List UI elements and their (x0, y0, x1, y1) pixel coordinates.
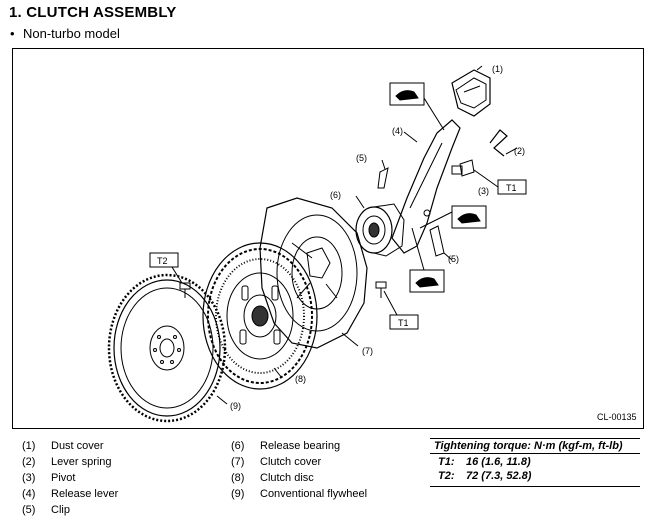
diagram-frame (12, 48, 644, 429)
t2-label: T2 (157, 256, 168, 266)
callout-2: (2) (514, 146, 525, 156)
dust-cover (451, 69, 491, 117)
exploded-diagram: (1) (2) (3) (4) (5) (5) (6) (7) (8) (9) … (107, 64, 637, 423)
callout-5-upper: (5) (356, 153, 367, 163)
t2-bolt (179, 282, 191, 298)
pivot (451, 159, 475, 177)
callout-8: (8) (295, 374, 306, 384)
t1-lower-label: T1 (398, 318, 409, 328)
grease-icon (451, 205, 487, 229)
callout-9: (9) (230, 401, 241, 411)
legend-right: (6)Release bearing (7)Clutch cover (8)Cl… (231, 438, 367, 502)
t1-lower-box (389, 314, 419, 330)
clutch-cover (259, 197, 368, 349)
subtitle: • Non-turbo model (10, 26, 120, 41)
callout-5-lower: (5) (448, 254, 459, 264)
subtitle-text: Non-turbo model (23, 26, 120, 41)
legend-item: (5)Clip (22, 504, 70, 516)
legend-item: (2)Lever spring (22, 456, 112, 468)
page-title: 1. CLUTCH ASSEMBLY (9, 4, 177, 21)
legend-item: (9)Conventional flywheel (231, 488, 368, 500)
figure-code: CL-00135 (597, 412, 637, 422)
legend-item: (1)Dust cover (22, 440, 104, 452)
callout-4: (4) (392, 126, 403, 136)
legend-item: (8)Clutch disc (231, 472, 314, 484)
legend-item: (7)Clutch cover (231, 456, 322, 468)
clip-lower (429, 225, 445, 257)
t1-lower-bolt (375, 281, 387, 298)
legend-item: (3)Pivot (22, 472, 76, 484)
release-lever (391, 119, 461, 254)
callout-6: (6) (330, 190, 341, 200)
release-bearing (355, 203, 405, 257)
lever-spring (489, 129, 508, 157)
clutch-disc (202, 242, 318, 390)
flywheel (107, 273, 227, 423)
bullet: • (10, 26, 15, 41)
torque-table: Tightening torque: N·m (kgf-m, ft-lb) T1… (430, 438, 640, 487)
torque-row: T1:16 (1.6, 11.8) (438, 456, 531, 468)
legend-item: (4)Release lever (22, 488, 119, 500)
t2-box (149, 252, 179, 268)
t1-upper-label: T1 (506, 183, 517, 193)
grease-icon (409, 269, 445, 293)
legend-left: (1)Dust cover (2)Lever spring (3)Pivot (… (22, 438, 118, 518)
legend-item: (6)Release bearing (231, 440, 341, 452)
callout-7: (7) (362, 346, 373, 356)
torque-heading: Tightening torque: N·m (kgf-m, ft-lb) (430, 438, 640, 454)
clip-upper (377, 167, 389, 189)
callout-1: (1) (492, 64, 503, 74)
torque-row: T2:72 (7.3, 52.8) (438, 470, 532, 482)
grease-icon (389, 82, 425, 106)
callout-3: (3) (478, 186, 489, 196)
